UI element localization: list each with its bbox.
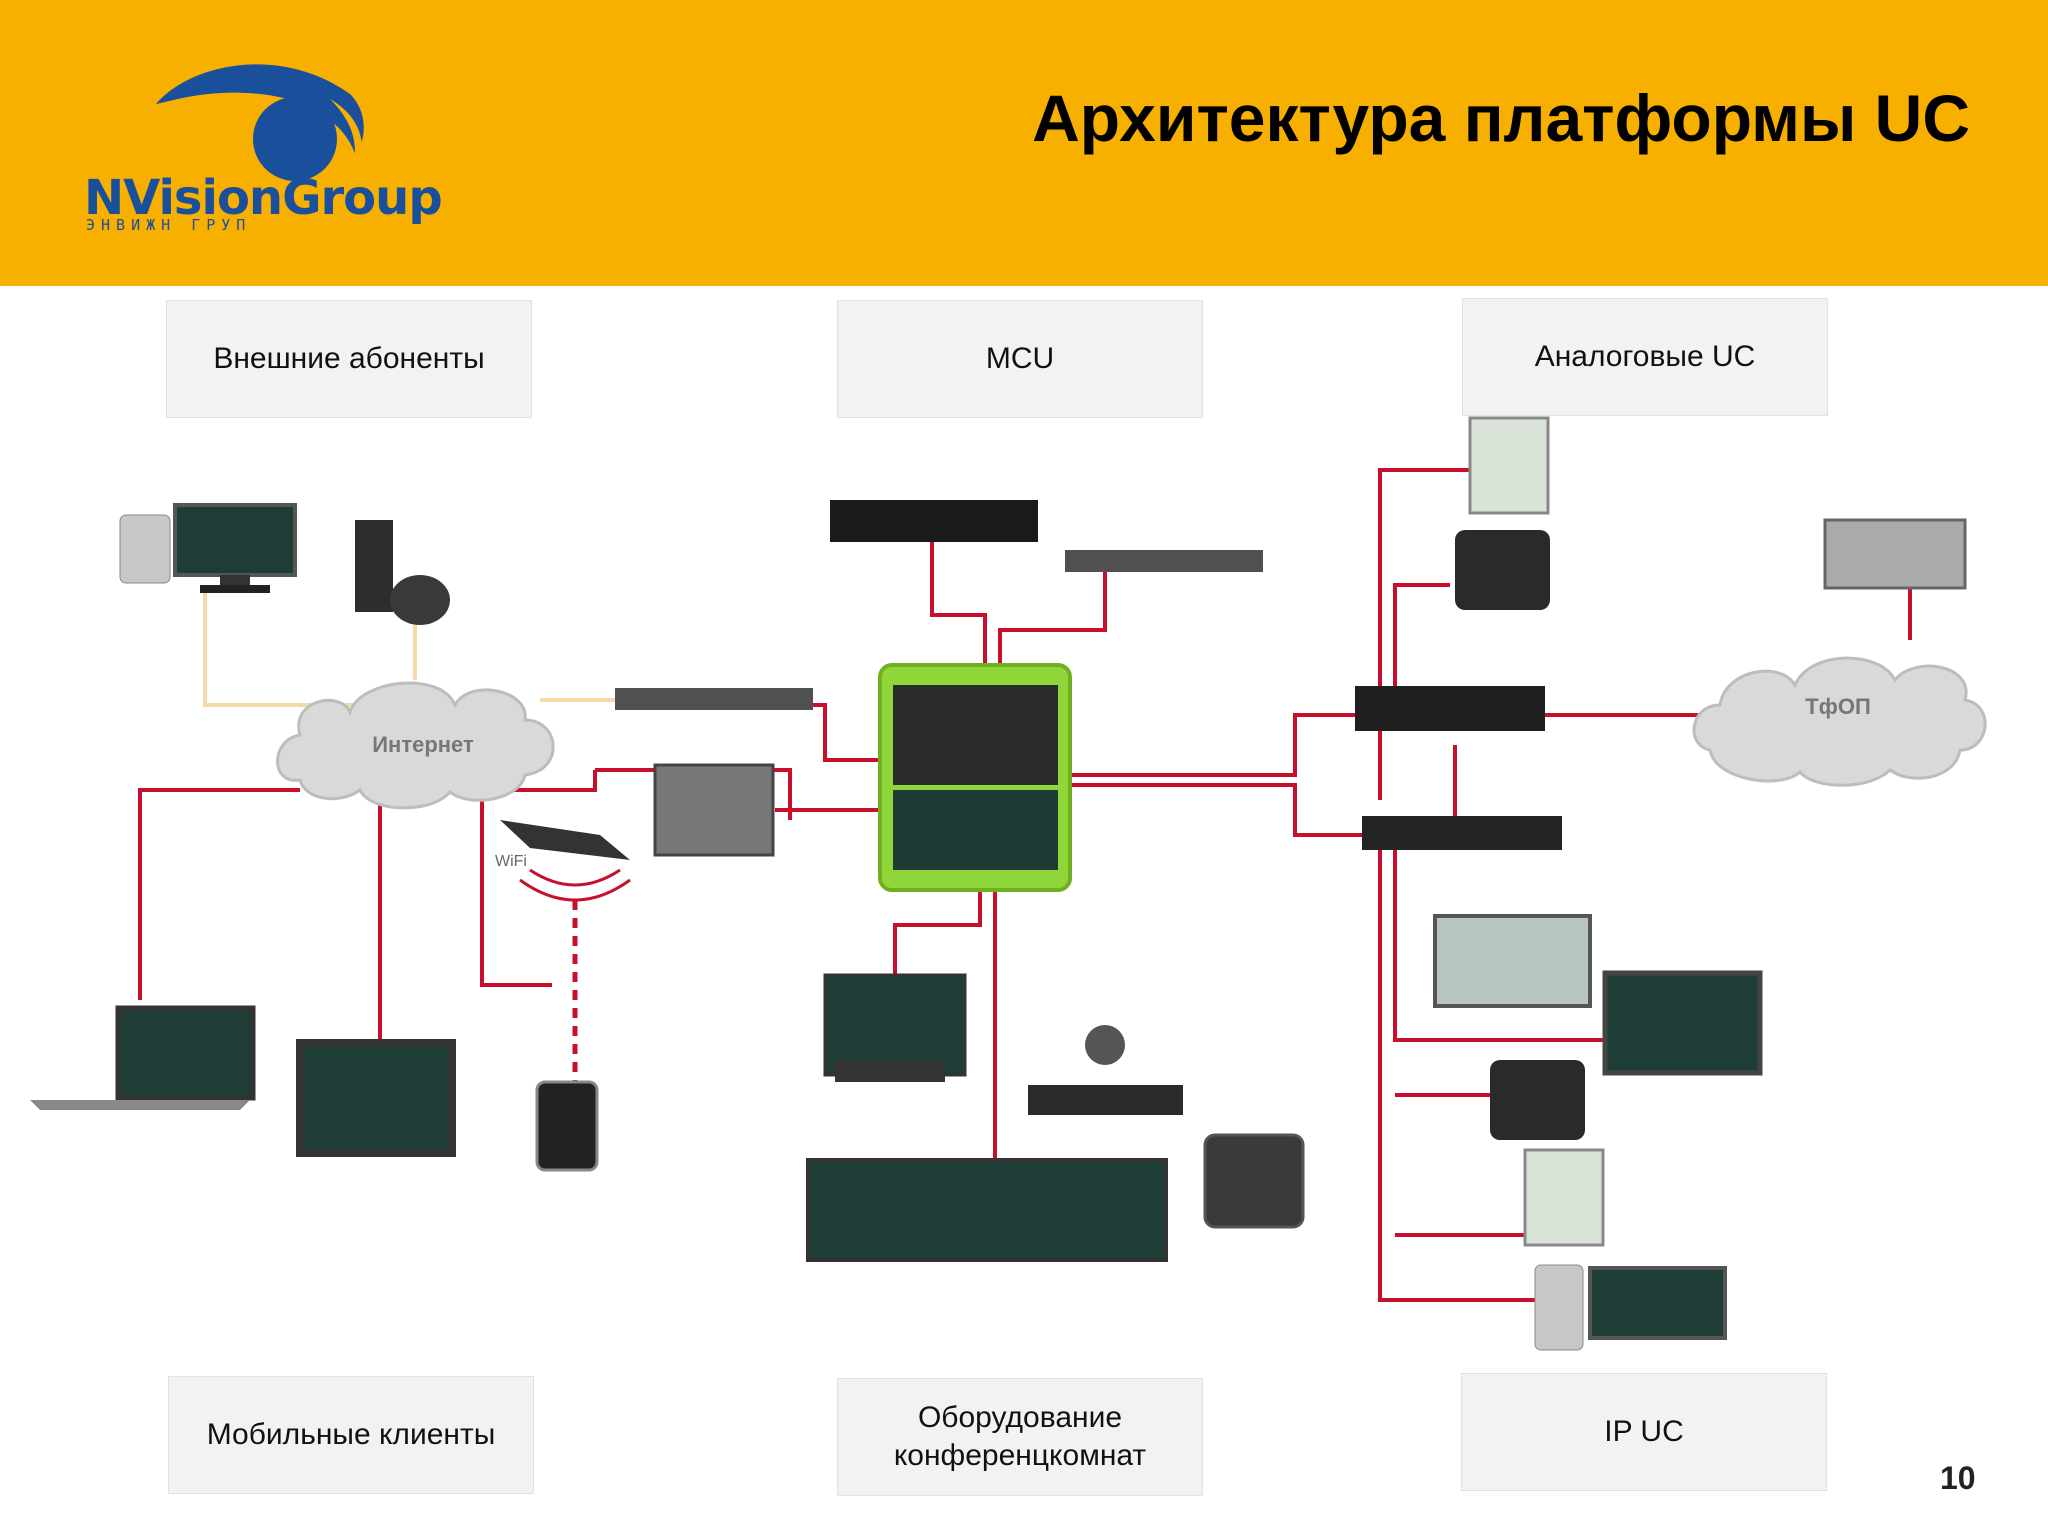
gateway-box-icon xyxy=(653,763,775,857)
pbx-server-icon xyxy=(1355,686,1545,731)
smartphone-icon xyxy=(535,1080,599,1172)
room-tablet-icon xyxy=(1203,1133,1305,1229)
label-conference-equipment: Оборудование конференцкомнат xyxy=(837,1378,1203,1496)
pstn-cloud-label: ТфОП xyxy=(1805,694,1871,719)
wifi-router-icon xyxy=(500,820,630,860)
laptop-icon xyxy=(115,1005,256,1101)
tablet-icon xyxy=(296,1039,456,1157)
uc-hub-device-icon xyxy=(878,663,1072,892)
label-analog-uc: Аналоговые UC xyxy=(1462,298,1828,416)
wifi-waves-icon xyxy=(519,868,631,902)
ptz-camera-icon xyxy=(1028,1085,1183,1115)
conference-room-devices xyxy=(806,973,1305,1262)
mcu-rack-icon xyxy=(1065,550,1263,572)
ip-uc-devices xyxy=(1433,914,1763,1351)
label-ip-uc: IP UC xyxy=(1461,1373,1827,1491)
analog-uc-devices xyxy=(1355,416,1967,850)
mobile-client-devices xyxy=(30,1005,599,1172)
tablet-phone-icon xyxy=(1468,416,1550,515)
monitor-icon xyxy=(1588,1266,1727,1340)
ip-phone-icon xyxy=(1455,530,1550,610)
pstn-cloud-icon: ТфОП xyxy=(1692,656,1987,787)
page-number: 10 xyxy=(1940,1460,1976,1496)
ip-phone-icon xyxy=(1490,1060,1585,1140)
desk-phone-icon xyxy=(1534,1264,1584,1351)
monitor-icon xyxy=(173,503,297,577)
left-rack-server-icon xyxy=(615,688,813,710)
mcu-server-icon xyxy=(830,500,1038,542)
network-switch-icon xyxy=(1362,816,1562,850)
camera-icon xyxy=(390,575,450,625)
internet-cloud-icon: Интернет xyxy=(276,681,555,810)
header-bar: NVisionGroup ЭНВИЖН ГРУП Архитектура пла… xyxy=(0,0,2048,286)
telepresence-wall-icon xyxy=(806,1158,1168,1262)
logo-wordmark: NVisionGroup xyxy=(84,170,443,226)
internet-cloud-label: Интернет xyxy=(372,732,474,757)
video-endpoint-icon xyxy=(1602,970,1763,1076)
touch-panel-icon xyxy=(1433,914,1592,1008)
desk-phone-icon xyxy=(119,514,171,584)
label-mobile-clients: Мобильные клиенты xyxy=(168,1376,534,1494)
pstn-storage-icon xyxy=(1823,518,1967,590)
tablet-phone-icon xyxy=(1523,1148,1605,1247)
label-mcu: MCU xyxy=(837,300,1203,418)
external-subscriber-devices xyxy=(119,503,450,625)
label-external-subscribers: Внешние абоненты xyxy=(166,300,532,418)
mcu-devices: WiFi xyxy=(495,500,1263,902)
wifi-label: WiFi xyxy=(495,853,527,870)
page-title: Архитектура платформы UC xyxy=(1032,81,1970,155)
network-diagram: Интернет ТфОП WiFi xyxy=(30,416,1987,1351)
codec-tower-icon xyxy=(355,520,393,612)
nvision-logo-icon xyxy=(156,64,364,181)
room-display-icon xyxy=(823,973,967,1077)
logo-subtitle: ЭНВИЖН ГРУП xyxy=(86,216,252,234)
